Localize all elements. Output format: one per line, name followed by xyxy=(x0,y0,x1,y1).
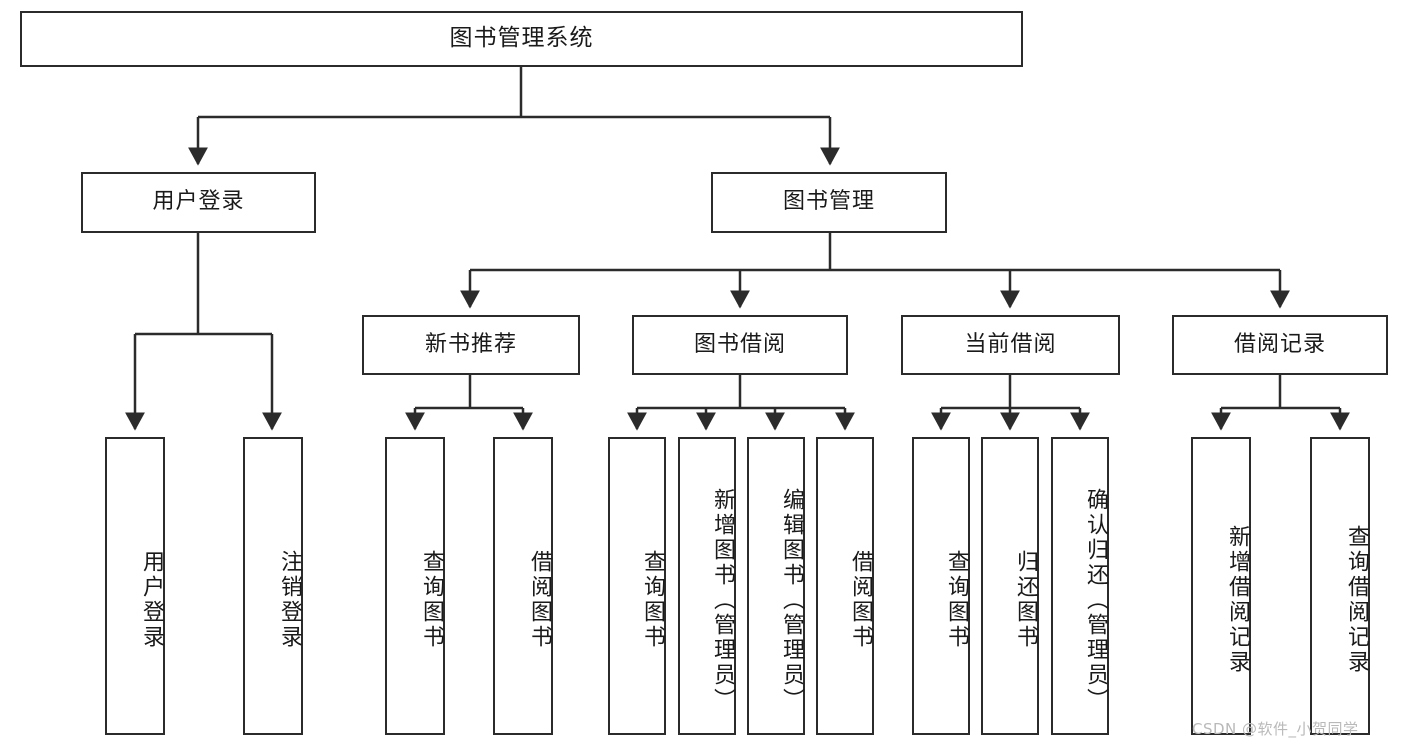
leaf-borrow-record-add[interactable]: 新增借阅记录 xyxy=(1191,437,1251,735)
csdn-watermark: CSDN @软件_小贺同学 xyxy=(1192,720,1359,738)
leaf-current-borrow-return[interactable]: 归还图书 xyxy=(981,437,1039,735)
node-label: 借阅图书 xyxy=(848,550,873,650)
leaf-user-login-logout[interactable]: 注销登录 xyxy=(243,437,303,735)
leaf-current-borrow-query[interactable]: 查询图书 xyxy=(912,437,970,735)
node-label: 注销登录 xyxy=(277,550,302,650)
node-label: 查询图书 xyxy=(944,550,969,650)
node-user-login[interactable]: 用户登录 xyxy=(81,172,316,233)
node-current-borrow[interactable]: 当前借阅 xyxy=(901,315,1120,375)
node-book-management[interactable]: 图书管理 xyxy=(711,172,947,233)
leaf-book-borrow-query[interactable]: 查询图书 xyxy=(608,437,666,735)
node-label: 图书借阅 xyxy=(693,331,786,357)
leaf-book-borrow-borrow[interactable]: 借阅图书 xyxy=(816,437,874,735)
leaf-current-borrow-confirm[interactable]: 确认归还（管理员） xyxy=(1051,437,1109,735)
node-label: 用户登录 xyxy=(152,189,245,215)
leaf-book-borrow-edit[interactable]: 编辑图书（管理员） xyxy=(747,437,805,735)
node-label: 编辑图书（管理员） xyxy=(779,487,804,713)
node-label: 用户登录 xyxy=(139,550,164,650)
node-label: 新书推荐 xyxy=(424,331,517,357)
leaf-new-book-borrow[interactable]: 借阅图书 xyxy=(493,437,553,735)
leaf-new-book-query[interactable]: 查询图书 xyxy=(385,437,445,735)
node-label: 新增图书（管理员） xyxy=(710,487,735,713)
node-label: 当前借阅 xyxy=(964,331,1057,357)
leaf-borrow-record-query[interactable]: 查询借阅记录 xyxy=(1310,437,1370,735)
leaf-book-borrow-add[interactable]: 新增图书（管理员） xyxy=(678,437,736,735)
node-book-borrow[interactable]: 图书借阅 xyxy=(632,315,848,375)
node-borrow-record[interactable]: 借阅记录 xyxy=(1172,315,1388,375)
node-new-book-recommend[interactable]: 新书推荐 xyxy=(362,315,580,375)
node-label: 查询图书 xyxy=(419,550,444,650)
node-label: 查询图书 xyxy=(640,550,665,650)
node-label: 确认归还（管理员） xyxy=(1083,487,1108,713)
node-label: 图书管理系统 xyxy=(449,25,594,52)
node-label: 新增借阅记录 xyxy=(1225,525,1250,675)
node-label: 归还图书 xyxy=(1013,550,1038,650)
node-label: 图书管理 xyxy=(782,189,875,215)
node-label: 查询借阅记录 xyxy=(1344,525,1369,675)
node-label: 借阅记录 xyxy=(1233,331,1326,357)
node-label: 借阅图书 xyxy=(527,550,552,650)
node-root-system[interactable]: 图书管理系统 xyxy=(20,11,1023,67)
leaf-user-login-login[interactable]: 用户登录 xyxy=(105,437,165,735)
